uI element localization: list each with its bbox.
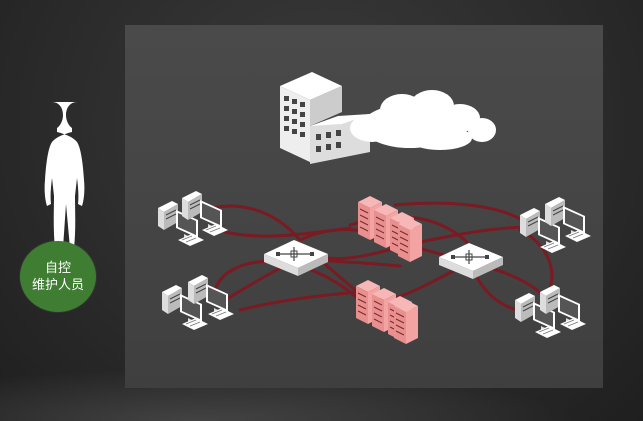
cloud-icon <box>350 90 496 150</box>
person-silhouette-icon <box>44 102 85 248</box>
server-rack-top <box>357 195 423 263</box>
maintenance-staff-badge: 自控 维护人员 <box>20 241 96 312</box>
workstation-right-bottom <box>514 284 587 339</box>
badge-line-2: 维护人员 <box>31 277 84 293</box>
server-rack-bottom <box>355 279 419 345</box>
workstation-left-bottom <box>161 274 235 331</box>
factory-building-icon <box>280 72 370 164</box>
badge-line-1: 自控 <box>44 260 71 276</box>
workstation-right-top <box>519 196 592 254</box>
workstation-left-top <box>157 190 229 247</box>
